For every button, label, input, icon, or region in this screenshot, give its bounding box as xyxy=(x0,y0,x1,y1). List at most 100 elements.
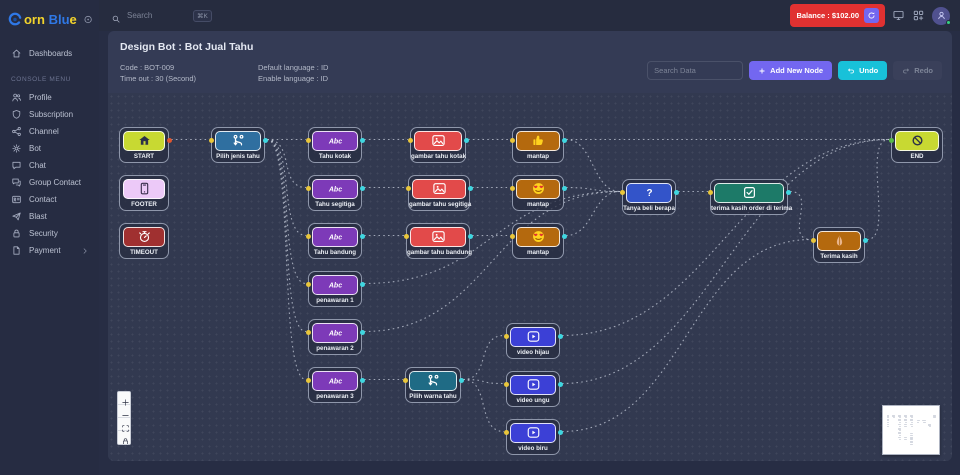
output-handle[interactable] xyxy=(359,234,365,239)
node-button[interactable] xyxy=(414,130,462,151)
sidebar-item-profile[interactable]: Profile xyxy=(0,89,99,106)
node-button[interactable]: Abc xyxy=(312,274,358,295)
sidebar-item-subscription[interactable]: Subscription xyxy=(0,106,99,123)
output-handle[interactable] xyxy=(561,138,567,143)
output-handle[interactable] xyxy=(673,190,679,195)
node-button[interactable] xyxy=(123,130,165,151)
input-handle[interactable] xyxy=(888,138,894,143)
sidebar-item-dashboards[interactable]: Dashboards xyxy=(0,45,99,62)
input-handle[interactable] xyxy=(305,282,311,287)
sidebar-item-bot[interactable]: Bot xyxy=(0,140,99,157)
node-button[interactable] xyxy=(412,178,466,199)
node-button[interactable] xyxy=(817,230,861,251)
sidebar-item-security[interactable]: Security xyxy=(0,225,99,242)
node-button[interactable]: Abc xyxy=(312,178,358,199)
input-handle[interactable] xyxy=(402,378,408,383)
input-handle[interactable] xyxy=(305,234,311,239)
flow-node-video-biru[interactable]: video biru xyxy=(503,419,563,455)
flow-node-terima-kasih[interactable]: Terima kasih xyxy=(810,227,868,263)
flow-node-tahu-segitiga[interactable]: Abc Tahu segitiga xyxy=(305,175,365,211)
minimap[interactable] xyxy=(882,405,940,455)
zoom-out-button[interactable] xyxy=(118,405,130,418)
output-handle[interactable] xyxy=(785,190,791,195)
input-handle[interactable] xyxy=(707,190,713,195)
node-button[interactable]: Abc xyxy=(312,130,358,151)
node-button[interactable] xyxy=(714,182,784,203)
monitor-icon[interactable] xyxy=(892,9,905,22)
global-search-input[interactable] xyxy=(127,11,187,20)
output-handle[interactable] xyxy=(359,282,365,287)
node-button[interactable] xyxy=(516,178,560,199)
node-button[interactable]: ? xyxy=(626,182,672,203)
input-handle[interactable] xyxy=(503,430,509,435)
output-handle[interactable] xyxy=(467,186,473,191)
node-button[interactable] xyxy=(516,130,560,151)
node-button[interactable]: Abc xyxy=(312,322,358,343)
node-button[interactable] xyxy=(410,226,466,247)
sidebar-item-payment[interactable]: Payment xyxy=(0,242,99,259)
sidebar-item-contact[interactable]: Contact xyxy=(0,191,99,208)
flow-node-mantap1[interactable]: mantap xyxy=(509,127,567,163)
sidebar-item-blast[interactable]: Blast xyxy=(0,208,99,225)
flow-node-gambar-bandung[interactable]: gambar tahu bandung xyxy=(403,223,473,259)
flow-node-penawaran1[interactable]: Abc penawaran 1 xyxy=(305,271,365,307)
output-handle[interactable] xyxy=(862,238,868,243)
flow-node-gambar-kotak[interactable]: gambar tahu kotak xyxy=(407,127,469,163)
input-handle[interactable] xyxy=(509,234,515,239)
input-handle[interactable] xyxy=(407,138,413,143)
output-handle[interactable] xyxy=(359,378,365,383)
flow-node-pilih-warna[interactable]: Pilih warna tahu xyxy=(402,367,464,403)
flow-node-terima-order[interactable]: terima kasih order di terima xyxy=(707,179,792,215)
output-handle[interactable] xyxy=(557,430,563,435)
output-handle[interactable] xyxy=(467,234,473,239)
node-button[interactable] xyxy=(510,422,556,443)
input-handle[interactable] xyxy=(810,238,816,243)
node-button[interactable] xyxy=(123,226,165,247)
flow-node-gambar-segitiga[interactable]: gambar tahu segitiga xyxy=(405,175,473,211)
flow-node-tahu-kotak[interactable]: Abc Tahu kotak xyxy=(305,127,365,163)
node-button[interactable]: Abc xyxy=(312,226,358,247)
input-handle[interactable] xyxy=(403,234,409,239)
output-handle[interactable] xyxy=(359,330,365,335)
user-avatar[interactable] xyxy=(932,6,951,25)
flow-node-tanya[interactable]: ? Tanya beli berapa xyxy=(619,179,679,215)
node-button[interactable] xyxy=(123,178,165,199)
input-handle[interactable] xyxy=(305,138,311,143)
sidebar-item-channel[interactable]: Channel xyxy=(0,123,99,140)
lock-button[interactable] xyxy=(118,431,130,444)
flow-node-video-ungu[interactable]: video ungu xyxy=(503,371,563,407)
redo-button[interactable]: Redo xyxy=(893,61,942,80)
refresh-balance-button[interactable] xyxy=(864,8,879,23)
apps-grid-icon[interactable] xyxy=(912,9,925,22)
flow-node-tahu-bandung[interactable]: Abc Tahu bandung xyxy=(305,223,365,259)
input-handle[interactable] xyxy=(208,138,214,143)
flow-node-end[interactable]: END xyxy=(888,127,943,163)
search-data-input[interactable] xyxy=(647,61,744,80)
input-handle[interactable] xyxy=(305,330,311,335)
input-handle[interactable] xyxy=(305,378,311,383)
node-button[interactable] xyxy=(516,226,560,247)
flow-node-timeout[interactable]: TIMEOUT xyxy=(119,223,169,259)
flow-canvas[interactable]: START Pilih jenis tahu Abc Tahu kotak ga… xyxy=(108,93,952,461)
sidebar-item-chat[interactable]: Chat xyxy=(0,157,99,174)
undo-button[interactable]: Undo xyxy=(838,61,888,80)
node-button[interactable]: Abc xyxy=(312,370,358,391)
output-handle[interactable] xyxy=(166,138,172,143)
flow-node-mantap3[interactable]: mantap xyxy=(509,223,567,259)
input-handle[interactable] xyxy=(509,186,515,191)
output-handle[interactable] xyxy=(262,138,268,143)
zoom-in-button[interactable] xyxy=(118,392,130,406)
flow-node-penawaran3[interactable]: Abc penawaran 3 xyxy=(305,367,365,403)
input-handle[interactable] xyxy=(503,334,509,339)
input-handle[interactable] xyxy=(509,138,515,143)
node-button[interactable] xyxy=(510,326,556,347)
output-handle[interactable] xyxy=(463,138,469,143)
flow-node-pilih-jenis[interactable]: Pilih jenis tahu xyxy=(208,127,268,163)
output-handle[interactable] xyxy=(458,378,464,383)
input-handle[interactable] xyxy=(619,190,625,195)
output-handle[interactable] xyxy=(359,186,365,191)
output-handle[interactable] xyxy=(359,138,365,143)
fit-view-button[interactable] xyxy=(118,418,130,432)
sidebar-toggle-icon[interactable] xyxy=(83,14,93,25)
output-handle[interactable] xyxy=(557,382,563,387)
